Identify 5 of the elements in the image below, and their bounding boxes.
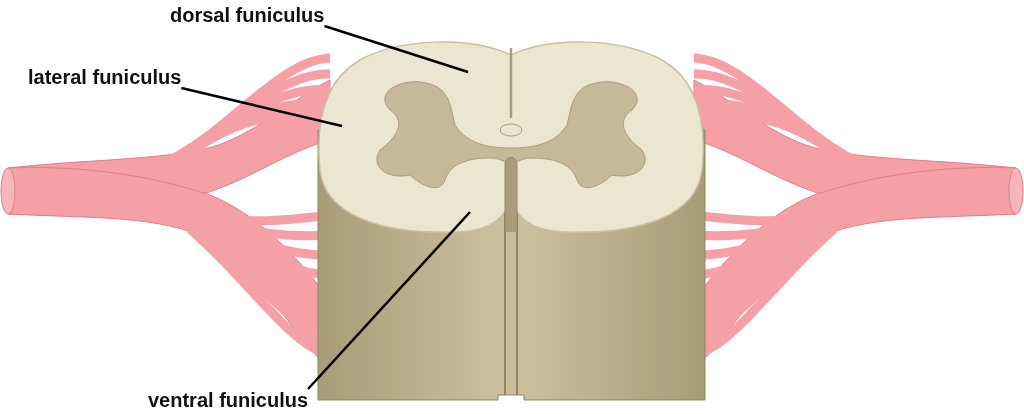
structure-label: lateral funiculus [28,66,182,88]
structure-label: dorsal funiculus [170,4,325,26]
structure-label: ventral funiculus [148,389,309,411]
leader-line [181,86,343,128]
leader-line [324,24,469,74]
